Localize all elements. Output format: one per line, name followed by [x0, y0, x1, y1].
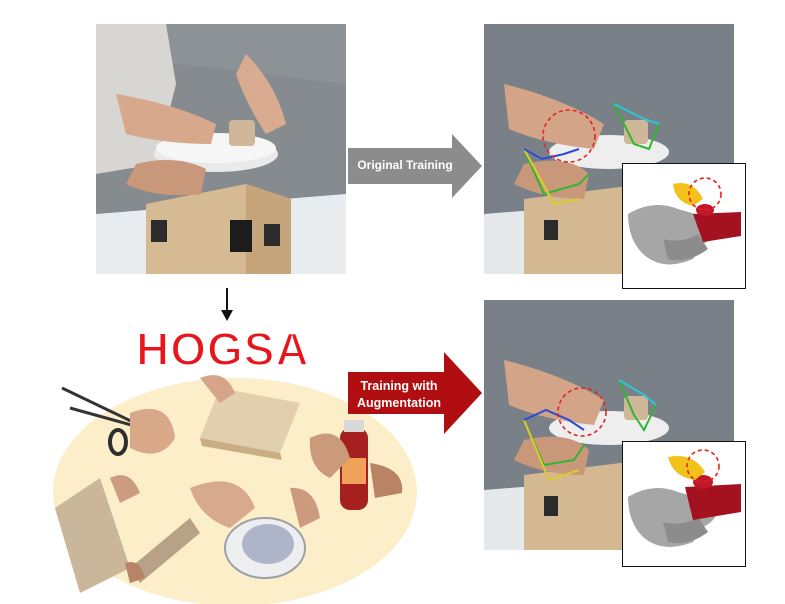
augmented-mesh-inset	[622, 441, 746, 567]
augmentation-training-arrow	[348, 352, 482, 434]
down-arrow-icon	[221, 288, 233, 321]
scissors-icon	[61, 386, 175, 456]
source-photo-drawing	[96, 24, 346, 274]
method-title: HOGSA	[135, 322, 310, 376]
original-training-label: Original Training	[357, 158, 453, 172]
laptop-icon	[55, 475, 200, 593]
bottle-icon	[309, 420, 403, 510]
original-mesh-inset	[622, 163, 746, 289]
source-photo	[96, 24, 346, 274]
box-icon	[200, 375, 300, 460]
hand-icon	[628, 177, 741, 265]
original-training-arrow	[348, 134, 482, 198]
augmentation-training-label-1: Training with	[360, 379, 438, 393]
original-result-photo	[484, 24, 734, 274]
hand-icon	[628, 449, 741, 547]
augmentation-panel	[53, 375, 417, 604]
augmentation-training-label-2: Augmentation	[356, 396, 442, 410]
scale-icon	[190, 481, 320, 579]
